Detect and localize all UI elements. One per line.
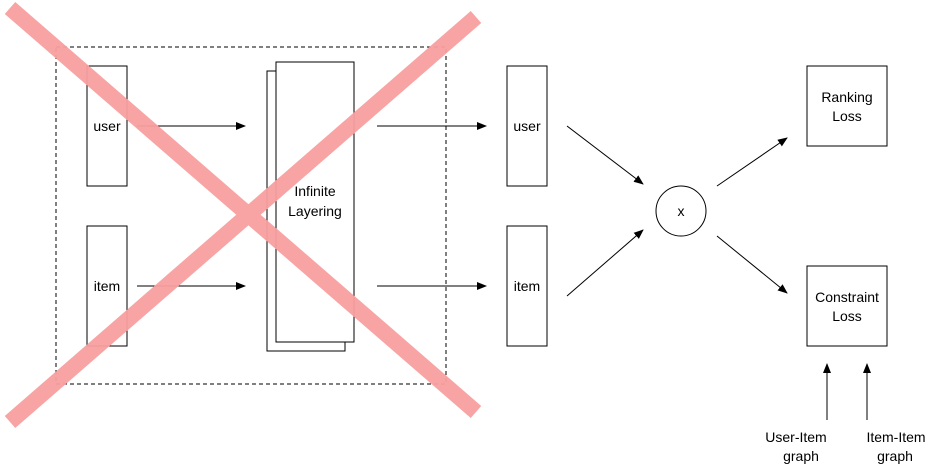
ranking-loss-node[interactable]: Ranking Loss bbox=[806, 65, 888, 147]
user-output-node[interactable]: user bbox=[506, 65, 548, 187]
constraint-loss-label-line2: Loss bbox=[832, 308, 862, 324]
user-item-graph-label: User-Item graph bbox=[765, 429, 826, 464]
arrow-product-to-ranking-loss bbox=[716, 137, 788, 187]
user-input-label: user bbox=[93, 118, 121, 134]
user-item-graph-label-line1: User-Item bbox=[765, 429, 826, 445]
ranking-loss-label-line1: Ranking bbox=[821, 89, 872, 105]
item-output-label: item bbox=[514, 278, 540, 294]
arrow-item-output-to-product bbox=[566, 229, 644, 297]
item-item-graph-label-line1: Item-Item bbox=[866, 429, 925, 445]
arrow-user-output-to-product bbox=[566, 125, 644, 185]
constraint-loss-label-line1: Constraint bbox=[815, 289, 879, 305]
constraint-loss-node[interactable]: Constraint Loss bbox=[806, 265, 888, 347]
product-operator-node[interactable]: x bbox=[655, 185, 707, 237]
item-item-graph-label-line2: graph bbox=[877, 448, 913, 464]
cross-out-mark bbox=[4, 1, 482, 429]
product-operator-label: x bbox=[678, 203, 685, 219]
user-item-graph-label-line2: graph bbox=[783, 448, 819, 464]
item-input-label: item bbox=[94, 278, 120, 294]
infinite-layering-label-line2: Layering bbox=[288, 203, 342, 219]
infinite-layering-node[interactable]: Infinite Layering bbox=[266, 61, 355, 352]
ranking-loss-label-line2: Loss bbox=[832, 108, 862, 124]
cross-out-stroke-2 bbox=[4, 10, 482, 429]
arrow-product-to-constraint-loss bbox=[716, 235, 788, 294]
infinite-layering-label-line1: Infinite bbox=[294, 183, 335, 199]
item-item-graph-label: Item-Item graph bbox=[866, 429, 925, 464]
user-output-label: user bbox=[513, 118, 541, 134]
item-output-node[interactable]: item bbox=[506, 225, 548, 347]
